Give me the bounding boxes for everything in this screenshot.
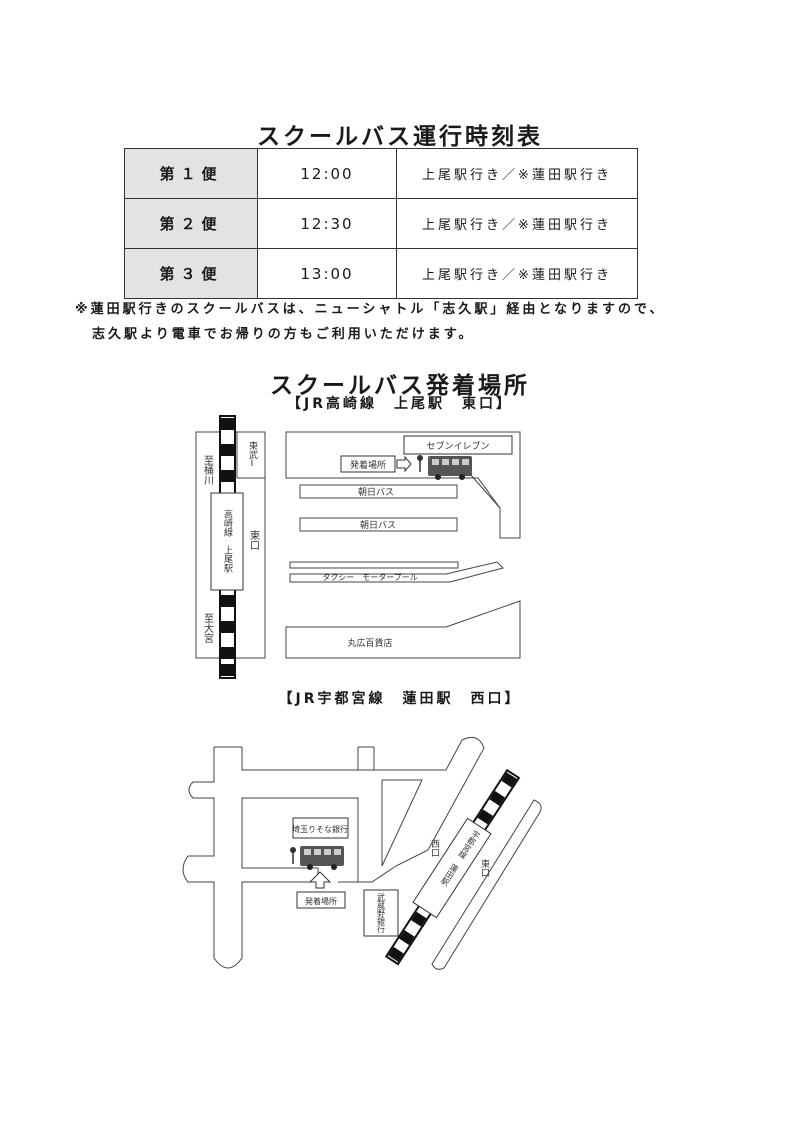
table-row: 第２便 12:30 上尾駅行き／※蓮田駅行き: [124, 198, 638, 249]
time-cell: 13:00: [257, 248, 397, 299]
bank-box: [292, 817, 349, 839]
stop-label: 発着場所: [305, 896, 337, 906]
map1: 高崎線 上尾駅 至桶川 至大宮 東武Ⅰ 東口 セブンイレブン 発着場所 朝日バス…: [195, 415, 521, 679]
tobu-label: 東武Ⅰ: [247, 440, 258, 469]
road-west: [182, 747, 359, 969]
note-line-2: 志久駅より電車でお帰りの方もご利用いただけます。: [92, 327, 475, 342]
seven-eleven-label: セブンイレブン: [426, 440, 489, 452]
bus-stop-icon: [416, 454, 424, 473]
dept-store-label: 丸広百貨店: [347, 637, 392, 649]
taxi-pool: [289, 561, 504, 583]
road-north-2: [358, 747, 375, 771]
trip-cell: 第１便: [124, 148, 258, 199]
west-exit-label: 西口: [429, 839, 440, 857]
stop-label-box: [296, 891, 346, 909]
destination-cell: 上尾駅行き／※蓮田駅行き: [396, 248, 638, 299]
asahi-bus-lane-2: [299, 517, 458, 532]
musashino-bank-label: 武蔵野銀行: [377, 892, 386, 934]
east-exit-label: 東口: [248, 529, 260, 550]
road-east: [338, 736, 485, 883]
table-row: 第３便 13:00 上尾駅行き／※蓮田駅行き: [124, 248, 638, 299]
taxi-pool-label: タクシー モータープール: [322, 573, 418, 582]
arrow-icon: [396, 455, 412, 473]
station-label: 高崎線 上尾駅: [222, 508, 233, 573]
railway-track-2: [384, 768, 521, 966]
bus-icon: [300, 846, 344, 870]
block-triangle: [381, 779, 423, 867]
destination-cell: 上尾駅行き／※蓮田駅行き: [396, 148, 638, 199]
block-north: [285, 431, 521, 539]
bank-label: 埼玉りそな銀行: [292, 824, 348, 834]
destination-cell: 上尾駅行き／※蓮田駅行き: [396, 198, 638, 249]
musashino-bank-box: [363, 889, 399, 937]
map1-heading: 【JR高崎線 上尾駅 東口】: [287, 396, 513, 412]
asahi-bus-label-2: 朝日バス: [360, 520, 396, 531]
road-line: [469, 473, 501, 509]
asahi-bus-lane-1: [299, 484, 458, 499]
seven-eleven-box: [403, 435, 513, 455]
dept-store-block: [285, 600, 521, 659]
station-box: [210, 492, 244, 591]
table-row: 第１便 12:00 上尾駅行き／※蓮田駅行き: [124, 148, 638, 199]
trip-cell: 第２便: [124, 198, 258, 249]
stop-label-box: [340, 455, 396, 473]
trip-cell: 第３便: [124, 248, 258, 299]
taxi-lane-top: [289, 561, 459, 569]
stops-title: スクールバス発着場所: [270, 373, 530, 399]
schedule-title: スクールバス運行時刻表: [257, 124, 543, 150]
east-exit-label: 東口: [479, 858, 490, 877]
to-omiya-label: 至大宮: [202, 613, 214, 644]
map2-heading: 【JR宇都宮線 蓮田駅 西口】: [278, 691, 522, 707]
road-north: [241, 747, 359, 771]
stop-label: 発着場所: [350, 459, 386, 471]
note-line-1: ※蓮田駅行きのスクールバスは、ニューシャトル「志久駅」経由となりますので、: [75, 302, 666, 317]
bus-icon: [428, 456, 472, 480]
time-cell: 12:30: [257, 198, 397, 249]
bus-stop-icon: [289, 846, 297, 865]
parallel-track: [431, 799, 542, 970]
map2: 埼玉りそな銀行 発着場所 武蔵野銀行 宇都宮線 蓮田駅 西口 東口: [182, 736, 542, 970]
schedule-table: 第１便 12:00 上尾駅行き／※蓮田駅行き 第２便 12:30 上尾駅行き／※…: [124, 148, 638, 299]
arrow-up-icon: [308, 871, 332, 889]
to-okegawa-label: 至桶川: [202, 455, 214, 485]
asahi-bus-label-1: 朝日バス: [358, 487, 394, 498]
